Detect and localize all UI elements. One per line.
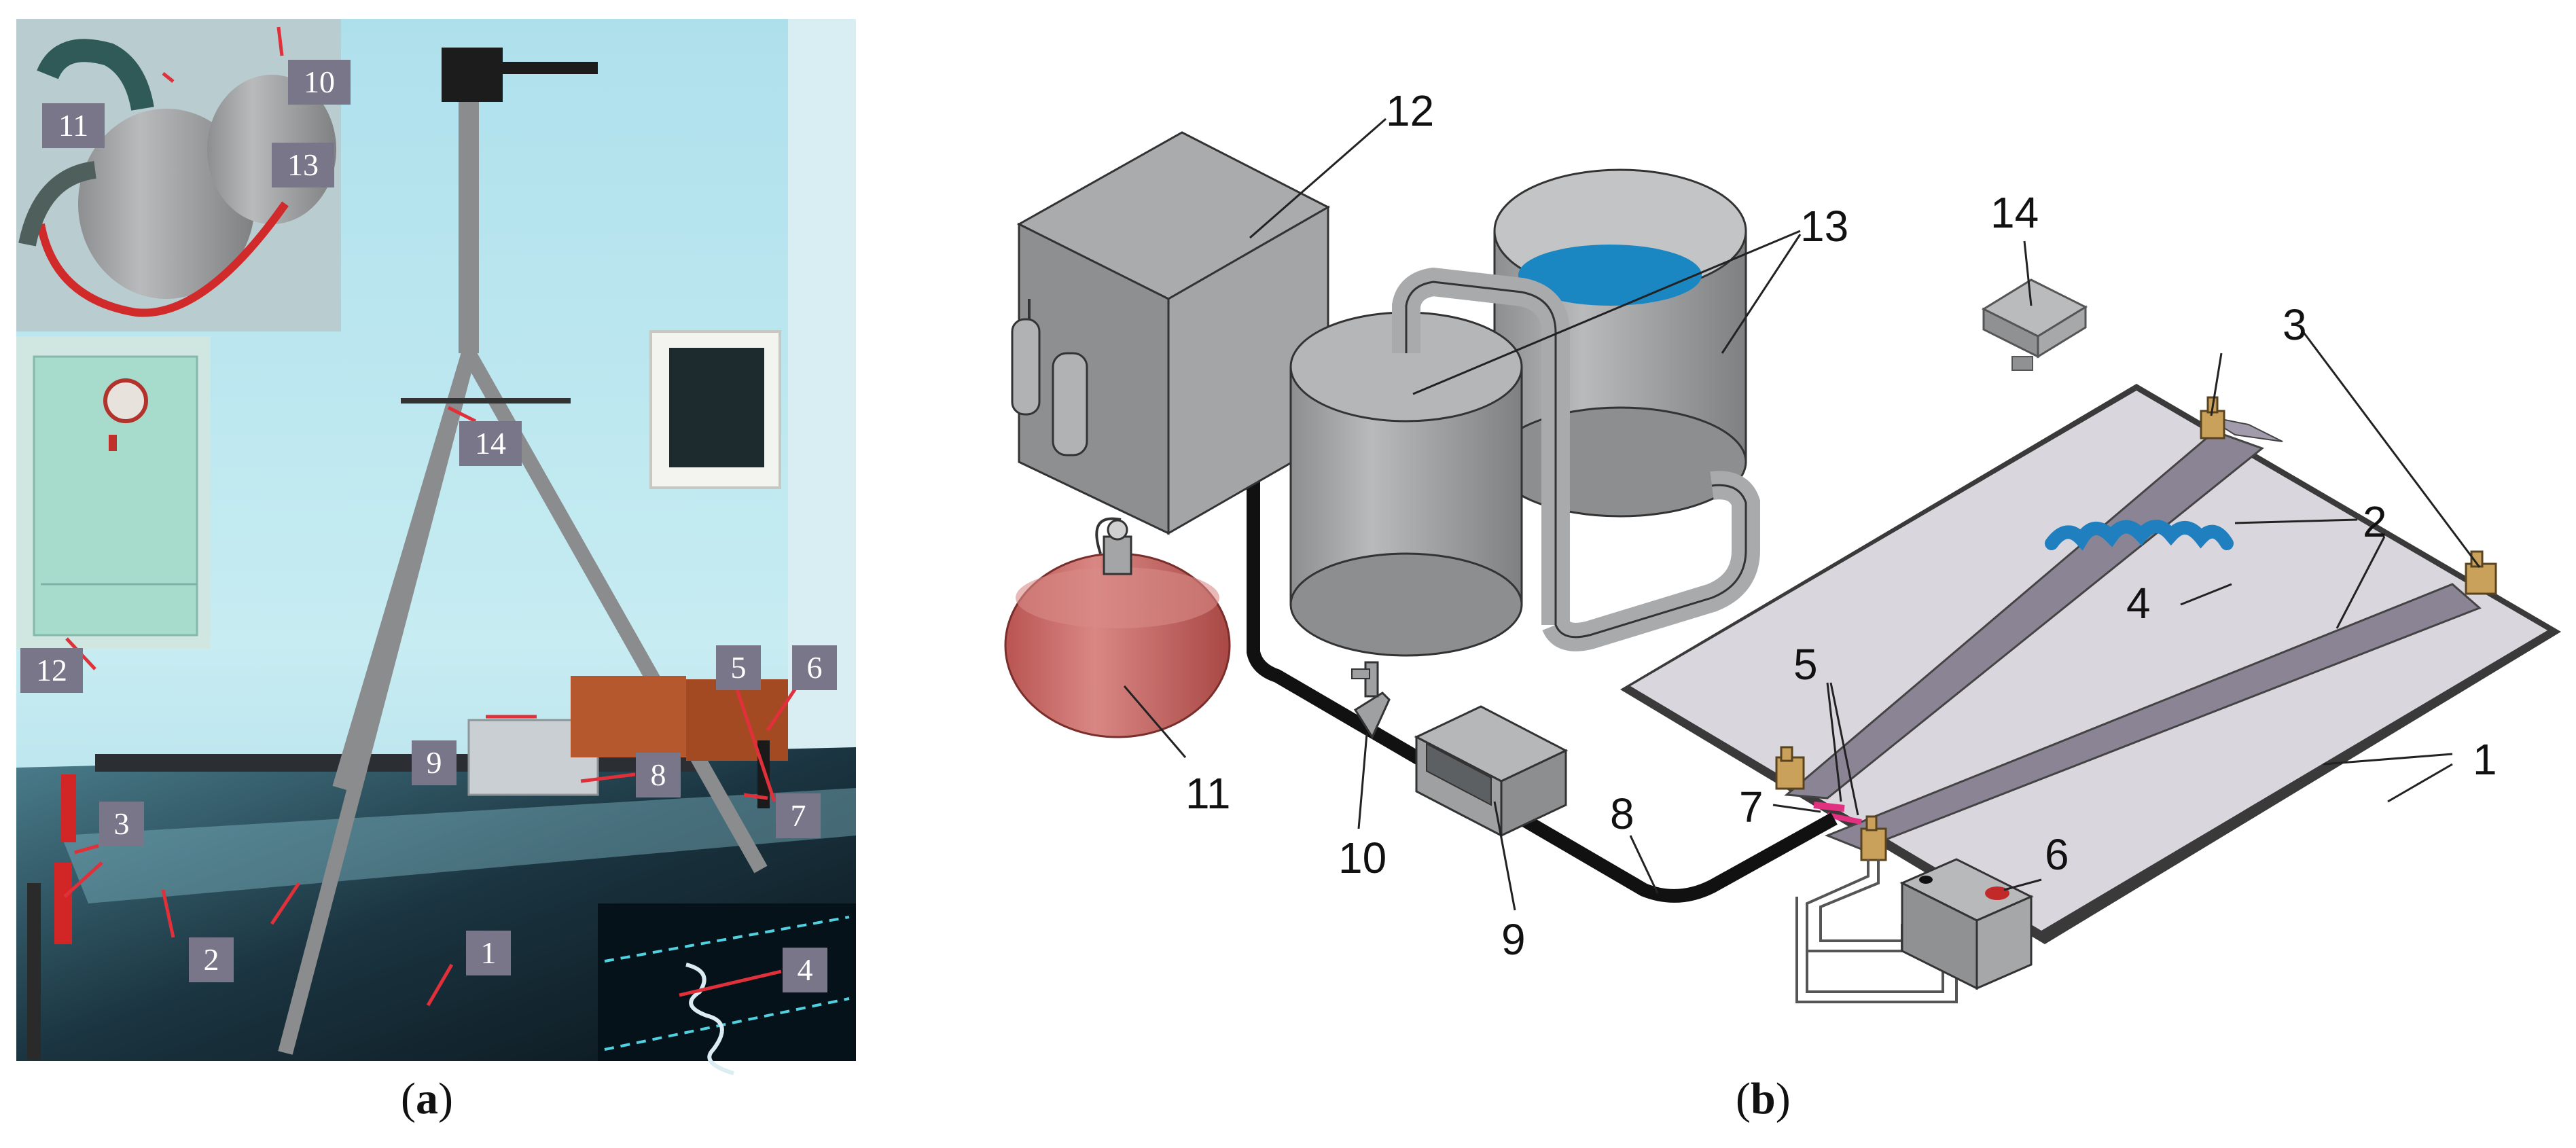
- svg-text:3: 3: [114, 806, 130, 841]
- caption-a-close: ): [437, 1074, 453, 1124]
- svg-text:12: 12: [36, 653, 67, 687]
- photo-tripod: [278, 48, 768, 1055]
- control-unit-box: [1981, 279, 2088, 371]
- svg-text:11: 11: [58, 108, 88, 143]
- schematic-label-5: 5: [1793, 640, 1818, 689]
- photo-wall-edge: [788, 19, 856, 766]
- caption-b: (b): [1736, 1073, 1791, 1125]
- photo-tag-5: 5: [716, 645, 761, 690]
- photo-tag-2: 2: [189, 937, 234, 982]
- svg-text:9: 9: [427, 745, 442, 780]
- schematic-label-7: 7: [1739, 783, 1764, 831]
- schematic-label-6: 6: [2045, 830, 2069, 879]
- svg-text:10: 10: [304, 65, 335, 99]
- photo-tag-10: 10: [288, 60, 351, 105]
- svg-text:6: 6: [807, 650, 823, 685]
- flow-meter: [1414, 705, 1569, 838]
- schematic-label-11: 11: [1185, 769, 1230, 818]
- schematic-label-10: 10: [1338, 833, 1387, 882]
- schematic-label-14: 14: [1990, 188, 2039, 237]
- photo-tag-13: 13: [272, 143, 334, 187]
- schematic-label-12: 12: [1386, 86, 1434, 135]
- photo-label-tags: 1 2 3 4 5 6 7 8 9 10 11 12 13 14: [20, 60, 837, 992]
- svg-text:1: 1: [481, 935, 497, 970]
- schematic-label-1: 1: [2473, 735, 2497, 784]
- caption-a: (a): [401, 1073, 453, 1125]
- svg-text:5: 5: [731, 650, 747, 685]
- valve: [1351, 661, 1391, 740]
- slip-strips: [1784, 415, 2482, 850]
- inset-cabinet-photo: [16, 336, 211, 649]
- schematic-labels: 1 2 3 4 5 6 7 8 9 10 11 12 13 14: [1185, 86, 2497, 964]
- steam-cabinet: [1011, 131, 1331, 535]
- svg-text:8: 8: [651, 757, 666, 792]
- caption-b-close: ): [1775, 1074, 1791, 1124]
- svg-text:13: 13: [287, 147, 319, 182]
- photo-tag-1: 1: [466, 931, 511, 975]
- schematic-label-9: 9: [1501, 915, 1526, 964]
- caption-a-open: (: [401, 1074, 416, 1124]
- clamps-3: [2200, 396, 2497, 595]
- photo-tag-14: 14: [459, 421, 522, 466]
- schematic-label-2: 2: [2363, 497, 2387, 546]
- photo-tag-6: 6: [792, 645, 837, 690]
- caption-b-open: (: [1736, 1074, 1751, 1124]
- panel-a-photo: [16, 19, 856, 1075]
- svg-text:2: 2: [204, 942, 219, 977]
- photo-glass-reflection: [61, 788, 856, 903]
- svg-text:4: 4: [798, 952, 813, 987]
- photo-tag-8: 8: [636, 753, 681, 797]
- electrodes: [1813, 802, 1862, 825]
- photo-bench-instruments: [467, 676, 788, 808]
- photo-tag-4: 4: [783, 948, 827, 992]
- water-tanks: [1289, 168, 1760, 657]
- svg-text:14: 14: [475, 426, 506, 461]
- schematic-leader-lines: [1123, 118, 2481, 911]
- photo-clamps: [27, 774, 76, 1060]
- wall-electrical-box: [649, 330, 781, 489]
- photo-tag-3: 3: [99, 802, 144, 846]
- photo-tag-7: 7: [776, 793, 821, 838]
- schematic-label-13: 13: [1800, 202, 1848, 251]
- caption-b-letter: b: [1750, 1074, 1776, 1124]
- caption-a-letter: a: [415, 1074, 438, 1124]
- svg-text:7: 7: [791, 798, 806, 833]
- schematic-label-8: 8: [1610, 789, 1634, 838]
- photo-tag-9: 9: [412, 740, 457, 785]
- panel-b-schematic: [1004, 118, 2561, 1003]
- photo-tag-12: 12: [20, 648, 83, 693]
- schematic-label-4: 4: [2126, 579, 2151, 628]
- wave-sample: [2045, 520, 2234, 551]
- inset-tanks-photo: [16, 19, 341, 331]
- schematic-label-3: 3: [2283, 300, 2307, 349]
- clamps-electrodes: [1775, 746, 1887, 861]
- fire-extinguisher: [1004, 517, 1231, 738]
- photo-tag-11: 11: [42, 103, 105, 148]
- battery: [1899, 858, 2034, 990]
